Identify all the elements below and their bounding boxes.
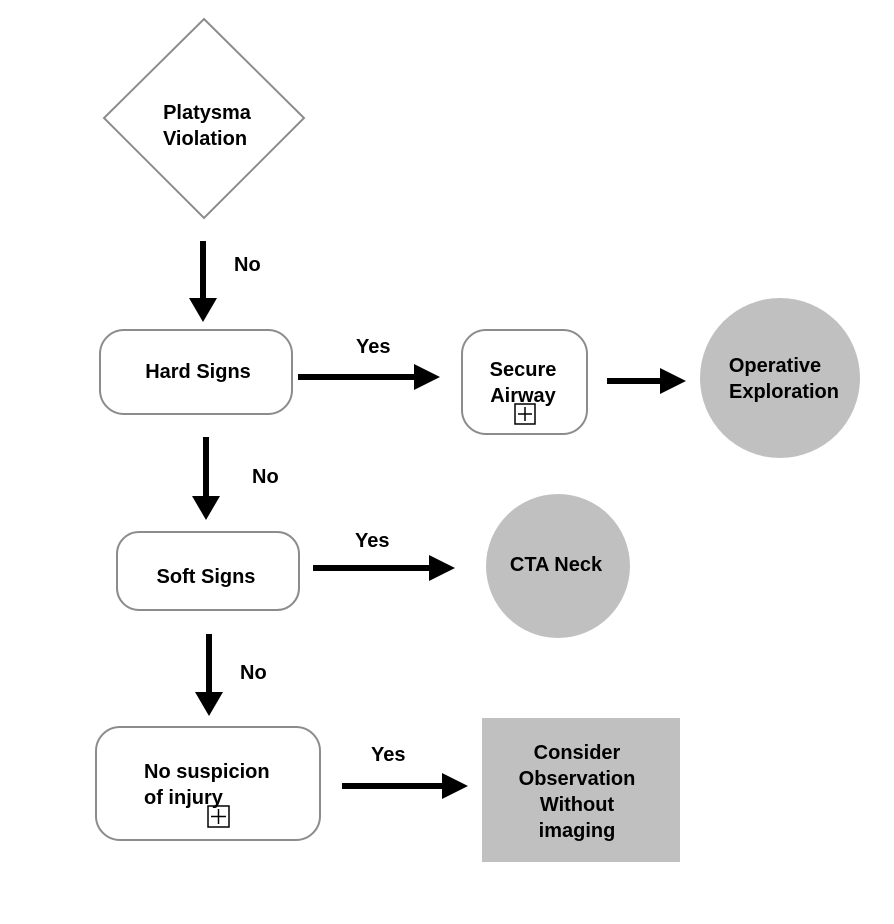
terminal-circle — [700, 298, 860, 458]
process-box — [95, 726, 321, 841]
arrowhead — [442, 773, 468, 799]
node-label-line4: imaging — [539, 820, 616, 842]
arrowhead — [660, 368, 686, 394]
node-label-line1: Platysma — [163, 102, 252, 124]
arrowhead — [189, 298, 217, 322]
process-box — [461, 329, 588, 435]
node-label-line2: Violation — [163, 128, 247, 150]
decision-diamond — [102, 17, 306, 220]
arrowhead — [195, 692, 223, 716]
terminal-circle — [486, 494, 630, 638]
node-label-line2: of injury — [144, 787, 224, 809]
node-soft-signs[interactable]: Soft Signs — [116, 531, 300, 611]
edge-label: Yes — [356, 336, 390, 358]
edge-hard-signs-to-soft-signs: No — [192, 437, 279, 520]
edge-no-suspicion-to-consider-observation: Yes — [342, 744, 468, 799]
terminal-box — [482, 718, 680, 862]
node-platysma-violation[interactable]: Platysma Violation — [102, 17, 306, 220]
arrowhead — [414, 364, 440, 390]
node-label: CTA Neck — [510, 554, 603, 576]
arrowhead — [192, 496, 220, 520]
node-consider-observation[interactable]: Consider Observation Without imaging — [482, 718, 680, 862]
edge-platysma-to-hard-signs: No — [189, 241, 261, 322]
expand-plus-icon[interactable] — [207, 805, 230, 828]
node-label-line2: Observation — [519, 768, 636, 790]
edge-label: No — [234, 254, 261, 276]
node-no-suspicion-of-injury[interactable]: No suspicion of injury — [95, 726, 321, 841]
expand-plus-icon[interactable] — [514, 403, 536, 425]
node-secure-airway[interactable]: Secure Airway — [461, 329, 588, 435]
node-label-line1: Operative — [729, 355, 821, 377]
node-label-line3: Without — [540, 794, 615, 816]
node-label-line1: No suspicion — [144, 761, 270, 783]
edge-secure-airway-to-operative-exploration — [607, 368, 686, 394]
edge-label: No — [240, 662, 267, 684]
node-label-line2: Airway — [490, 385, 556, 407]
process-box — [116, 531, 300, 611]
node-label: Soft Signs — [157, 566, 256, 588]
node-hard-signs[interactable]: Hard Signs — [99, 329, 293, 415]
node-label: Hard Signs — [145, 361, 251, 383]
edge-soft-signs-to-cta-neck: Yes — [313, 530, 455, 581]
process-box — [99, 329, 293, 415]
node-label-line1: Consider — [534, 742, 621, 764]
node-operative-exploration[interactable]: Operative Exploration — [700, 298, 860, 458]
edge-label: No — [252, 466, 279, 488]
node-label-line2: Exploration — [729, 381, 839, 403]
arrowhead — [429, 555, 455, 581]
edge-hard-signs-to-secure-airway: Yes — [298, 336, 440, 390]
node-cta-neck[interactable]: CTA Neck — [486, 494, 630, 638]
edge-label: Yes — [371, 744, 405, 766]
edge-label: Yes — [355, 530, 389, 552]
node-label-line1: Secure — [490, 359, 557, 381]
edge-soft-signs-to-no-suspicion: No — [195, 634, 267, 716]
